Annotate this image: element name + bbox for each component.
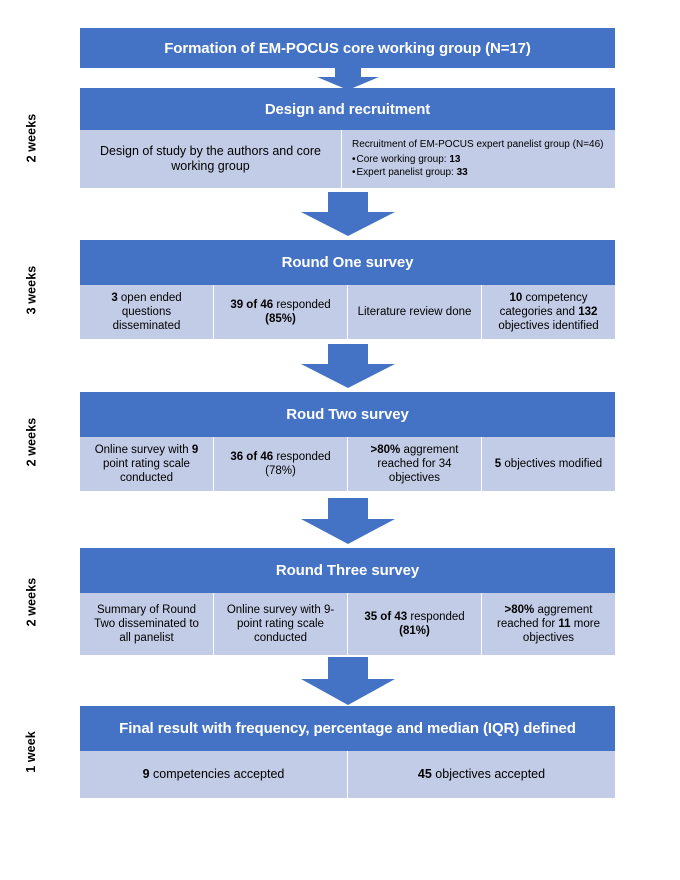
recruitment-bullet-expert: Expert panelist group: 33 <box>352 166 608 180</box>
cell-final-competencies: 9 competencies accepted <box>80 751 348 798</box>
r2-response-percent: (78%) <box>265 465 296 477</box>
stage-formation: Formation of EM-POCUS core working group… <box>80 28 615 68</box>
arrow-round-three-to-final <box>301 657 395 705</box>
arrow-round-two-to-round-three <box>301 498 395 544</box>
cell-r1-response: 39 of 46 responded (85%) <box>214 285 348 339</box>
cell-final-objectives: 45 objectives accepted <box>348 751 615 798</box>
bullet-core-label: Core working group: <box>356 153 450 165</box>
r1-response-count: 39 of 46 <box>230 298 274 311</box>
recruitment-bullet-title: Recruitment of EM-POCUS expert panelist … <box>352 138 608 152</box>
stage-round-two: Roud Two survey Online survey with 9 poi… <box>80 392 615 491</box>
r2-response-text: responded <box>273 450 331 463</box>
time-label-round-two: 2 weeks <box>0 392 62 492</box>
cell-r3-online-survey: Online survey with 9-point rating scale … <box>214 593 348 655</box>
stage-round-three: Round Three survey Summary of Round Two … <box>80 548 615 655</box>
cell-r2-response: 36 of 46 responded (78%) <box>214 437 348 491</box>
bullet-expert-label: Expert panelist group: <box>356 167 457 179</box>
cell-r3-response: 35 of 43 responded (81%) <box>348 593 482 655</box>
r3-response-percent: (81%) <box>399 625 430 637</box>
cell-r2-agreement: >80% aggrement reached for 34 objectives <box>348 437 482 491</box>
stage-round-three-body: Summary of Round Two disseminated to all… <box>80 593 615 655</box>
r1-response-text: responded <box>273 298 331 311</box>
recruitment-title-text: Recruitment of EM-POCUS expert panelist … <box>352 139 604 151</box>
stage-round-two-body: Online survey with 9 point rating scale … <box>80 437 615 491</box>
cell-design-of-study: Design of study by the authors and core … <box>80 130 342 188</box>
time-label-text: 1 week <box>23 731 38 773</box>
stage-formation-header: Formation of EM-POCUS core working group… <box>80 28 615 68</box>
r2-survey-scale: 9 <box>191 443 199 456</box>
r1-objectives-count: 132 <box>578 305 598 318</box>
time-label-round-three: 2 weeks <box>0 548 62 656</box>
bullet-core-value: 13 <box>449 153 461 165</box>
r3-response-text: responded <box>407 610 465 623</box>
final-competencies-text: competencies accepted <box>149 766 285 781</box>
stage-final-result-body: 9 competencies accepted 45 objectives ac… <box>80 751 615 798</box>
time-label-text: 2 weeks <box>24 417 38 467</box>
stage-round-one-header: Round One survey <box>80 240 615 285</box>
r3-response-count: 35 of 43 <box>364 610 408 623</box>
time-label-round-one: 3 weeks <box>0 240 62 340</box>
r1-response-percent: (85%) <box>265 313 296 325</box>
stage-final-result-header: Final result with frequency, percentage … <box>80 706 615 751</box>
final-competencies-count: 9 <box>142 766 150 781</box>
final-objectives-text: objectives accepted <box>431 766 546 781</box>
stage-round-one-body: 3 open ended questions disseminated 39 o… <box>80 285 615 339</box>
stage-round-three-header: Round Three survey <box>80 548 615 593</box>
cell-r2-online-survey: Online survey with 9 point rating scale … <box>80 437 214 491</box>
cell-r1-literature: Literature review done <box>348 285 482 339</box>
stage-design-recruitment-body: Design of study by the authors and core … <box>80 130 615 188</box>
r1-questions-count: 3 <box>111 291 118 304</box>
cell-r3-summary: Summary of Round Two disseminated to all… <box>80 593 214 655</box>
cell-r1-questions: 3 open ended questions disseminated <box>80 285 214 339</box>
r2-response-count: 36 of 46 <box>230 450 274 463</box>
r3-agreement-count: 11 <box>558 617 571 630</box>
arrow-round-one-to-round-two <box>301 344 395 388</box>
time-label-text: 3 weeks <box>24 265 38 315</box>
r1-questions-text: open ended questions disseminated <box>112 291 182 333</box>
time-label-final: 1 week <box>0 706 62 798</box>
r1-competency-count: 10 <box>509 291 523 304</box>
final-objectives-count: 45 <box>417 766 432 781</box>
stage-round-two-header: Roud Two survey <box>80 392 615 437</box>
r3-agreement-mid: aggrement reached for <box>497 603 593 630</box>
r1-competency-mid: competency categories and <box>499 291 588 318</box>
r2-agreement-threshold: >80% <box>370 443 401 456</box>
time-label-text: 2 weeks <box>24 113 38 163</box>
time-label-design: 2 weeks <box>0 88 62 188</box>
arrow-formation-to-design <box>317 68 379 90</box>
r1-objectives-text: objectives identified <box>498 320 599 333</box>
stage-round-one: Round One survey 3 open ended questions … <box>80 240 615 339</box>
bullet-expert-value: 33 <box>456 167 468 179</box>
cell-recruitment: Recruitment of EM-POCUS expert panelist … <box>342 130 615 188</box>
r3-agreement-threshold: >80% <box>504 603 535 616</box>
r2-modified-text: objectives modified <box>501 457 603 470</box>
cell-r3-agreement: >80% aggrement reached for 11 more objec… <box>482 593 615 655</box>
recruitment-bullet-block: Recruitment of EM-POCUS expert panelist … <box>352 138 608 180</box>
r2-survey-pre: Online survey with <box>94 443 192 456</box>
r2-agreement-text: aggrement reached for 34 objectives <box>377 443 459 485</box>
r3-agreement-post: more objectives <box>522 617 600 645</box>
time-label-text: 2 weeks <box>24 577 38 627</box>
r2-survey-post: point rating scale conducted <box>103 457 190 485</box>
recruitment-bullet-core: Core working group: 13 <box>352 153 608 167</box>
cell-r1-competencies: 10 competency categories and 132 objecti… <box>482 285 615 339</box>
stage-design-recruitment-header: Design and recruitment <box>80 88 615 130</box>
stage-design-recruitment: Design and recruitment Design of study b… <box>80 88 615 188</box>
r2-modified-count: 5 <box>494 457 502 470</box>
stage-final-result: Final result with frequency, percentage … <box>80 706 615 798</box>
cell-r2-modified: 5 objectives modified <box>482 437 615 491</box>
arrow-design-to-round-one <box>301 192 395 236</box>
